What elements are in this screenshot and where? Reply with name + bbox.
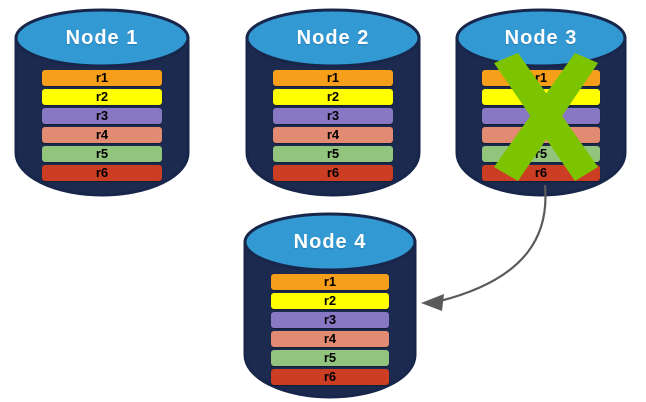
node-3-row-r3[interactable]: r3 — [482, 108, 600, 124]
node-2-row-r3[interactable]: r3 — [273, 108, 393, 124]
node-2-row-r6[interactable]: r6 — [273, 165, 393, 181]
node-1-row-r4-label: r4 — [95, 127, 109, 142]
node-2-cylinder[interactable]: Node 2 r1 r2 r3 r4 r5 r6 — [245, 8, 421, 197]
node-1-row-r4[interactable]: r4 — [42, 127, 162, 143]
node-3-row-r4[interactable]: r4 — [482, 127, 600, 143]
node-2-rows: r1 r2 r3 r4 r5 r6 — [245, 70, 421, 181]
node-2-row-r5-label: r5 — [326, 146, 340, 161]
node-1-cylinder[interactable]: Node 1 r1 r2 r3 r4 r5 r6 — [14, 8, 190, 197]
node-3-row-r5[interactable]: r5 — [482, 146, 600, 162]
node-1-row-r3[interactable]: r3 — [42, 108, 162, 124]
node-1-row-r6[interactable]: r6 — [42, 165, 162, 181]
node-4-row-r3[interactable]: r3 — [271, 312, 389, 328]
node-4-row-r1-label: r1 — [323, 274, 337, 289]
node-3-row-r2-label: r2 — [534, 89, 548, 104]
node-2-row-r3-label: r3 — [326, 108, 340, 123]
node-4-row-r4-label: r4 — [323, 331, 337, 346]
node-2-row-r2-label: r2 — [326, 89, 340, 104]
node-3-row-r1-label: r1 — [534, 70, 548, 85]
node-2-row-r1[interactable]: r1 — [273, 70, 393, 86]
node-2-row-r2[interactable]: r2 — [273, 89, 393, 105]
node-2-row-r1-label: r1 — [326, 70, 340, 85]
node-4-row-r6-label: r6 — [323, 369, 337, 384]
node-1-row-r1-label: r1 — [95, 70, 109, 85]
node-2-row-r4-label: r4 — [326, 127, 340, 142]
node-4-row-r5-label: r5 — [323, 350, 337, 365]
node-3-row-r6-label: r6 — [534, 165, 548, 180]
node-3-row-r1[interactable]: r1 — [482, 70, 600, 86]
node-2-row-r6-label: r6 — [326, 165, 340, 180]
node-3-row-r3-label: r3 — [534, 108, 548, 123]
node-3-row-r2[interactable]: r2 — [482, 89, 600, 105]
node-2-row-r5[interactable]: r5 — [273, 146, 393, 162]
node-3-cylinder[interactable]: Node 3 r1 r2 r3 r4 r5 r6 — [455, 8, 627, 197]
node-4-row-r2[interactable]: r2 — [271, 293, 389, 309]
node-4-row-r2-label: r2 — [323, 293, 337, 308]
node-4-row-r1[interactable]: r1 — [271, 274, 389, 290]
node-1-row-r1[interactable]: r1 — [42, 70, 162, 86]
node-1-row-r2-label: r2 — [95, 89, 109, 104]
node-4-rows: r1 r2 r3 r4 r5 r6 — [243, 274, 417, 385]
node-4-cylinder[interactable]: Node 4 r1 r2 r3 r4 r5 r6 — [243, 212, 417, 399]
node-3-rows: r1 r2 r3 r4 r5 r6 — [455, 70, 627, 181]
node-4-row-r3-label: r3 — [323, 312, 337, 327]
node-3-row-r6[interactable]: r6 — [482, 165, 600, 181]
node-3-row-r4-label: r4 — [534, 127, 548, 142]
node-2-row-r4[interactable]: r4 — [273, 127, 393, 143]
node-1-row-r6-label: r6 — [95, 165, 109, 180]
node-4-row-r5[interactable]: r5 — [271, 350, 389, 366]
node-4-row-r6[interactable]: r6 — [271, 369, 389, 385]
node-1-row-r5[interactable]: r5 — [42, 146, 162, 162]
node-1-row-r5-label: r5 — [95, 146, 109, 161]
node-1-rows: r1 r2 r3 r4 r5 r6 — [14, 70, 190, 181]
node-4-row-r4[interactable]: r4 — [271, 331, 389, 347]
node-3-row-r5-label: r5 — [534, 146, 548, 161]
node-1-row-r2[interactable]: r2 — [42, 89, 162, 105]
node-1-row-r3-label: r3 — [95, 108, 109, 123]
